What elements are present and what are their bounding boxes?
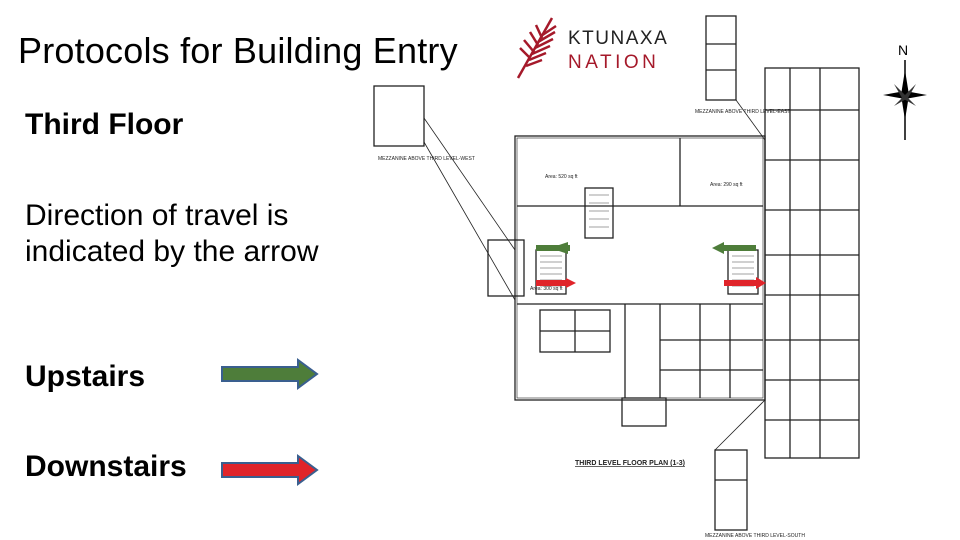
- plan-area-3: Area: 300 sq ft: [530, 286, 563, 292]
- logo-line2: NATION: [568, 52, 660, 73]
- plan-label-west: MEZZANINE ABOVE THIRD LEVEL-WEST: [378, 156, 475, 162]
- direction-text: Direction of travel is indicated by the …: [25, 199, 319, 268]
- upstairs-arrow-icon: [221, 358, 319, 390]
- slide-title: Protocols for Building Entry: [18, 30, 458, 71]
- logo-line1: KTUNAXA: [568, 28, 669, 49]
- plan-label-east: MEZZANINE ABOVE THIRD LEVEL-EAST: [695, 109, 791, 115]
- feather-logo-icon: [516, 17, 557, 79]
- downstairs-arrow-icon: [221, 454, 319, 486]
- legend-downstairs-label: Downstairs: [25, 450, 187, 483]
- floor-heading: Third Floor: [25, 108, 184, 141]
- floor-plan: THIRD LEVEL FLOOR PLAN (1-3) MEZZANINE A…: [373, 15, 860, 539]
- legend-upstairs-label: Upstairs: [25, 360, 146, 393]
- compass-rose-icon: [883, 60, 927, 140]
- compass: N: [880, 40, 930, 155]
- ktunaxa-logo: KTUNAXA NATION: [510, 12, 680, 84]
- plan-label-south: MEZZANINE ABOVE THIRD LEVEL-SOUTH: [705, 533, 805, 539]
- compass-north-label: N: [898, 42, 909, 58]
- plan-caption: THIRD LEVEL FLOOR PLAN (1-3): [575, 460, 685, 467]
- plan-area-2: Area: 290 sq ft: [710, 182, 743, 188]
- plan-area-1: Area: 520 sq ft: [545, 174, 578, 180]
